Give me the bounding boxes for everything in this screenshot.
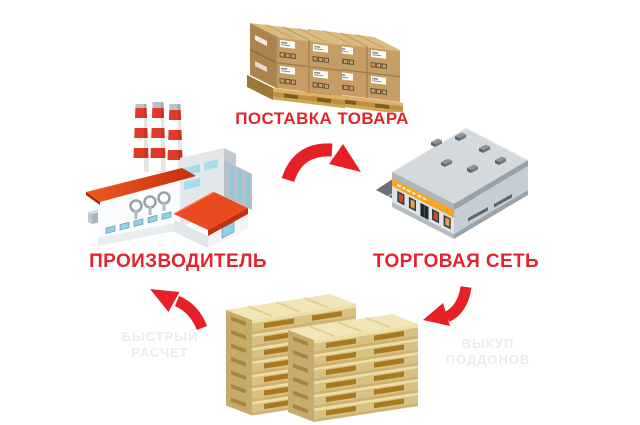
- arrow-supply-to-retail-icon: [280, 134, 366, 186]
- arrow-retail-to-pallets-icon: [420, 282, 472, 332]
- watermark-line: БЫСТРЫЙ: [121, 329, 199, 344]
- striped-chimneys: [133, 102, 183, 172]
- watermark-line: РАСЧЕТ: [131, 345, 189, 360]
- watermark-line: ПОДДОНОВ: [445, 352, 531, 367]
- retail-label: ТОРГОВАЯ СЕТЬ: [372, 251, 540, 272]
- manufacturer-label: ПРОИЗВОДИТЕЛЬ: [89, 251, 267, 272]
- cardboard-boxes-on-pallet-illustration: [242, 4, 410, 112]
- arrow-pallets-to-manufacturer-icon: [146, 286, 210, 334]
- boxes-icon: [246, 22, 404, 112]
- supermarket-icon: [376, 127, 529, 239]
- watermark-left: БЫСТРЫЙ РАСЧЕТ: [100, 329, 220, 361]
- factory-illustration: [84, 96, 256, 248]
- roof-vents: [431, 132, 506, 173]
- store-sign-band: [392, 178, 454, 218]
- supply-label: ПОСТАВКА ТОВАРА: [235, 109, 409, 128]
- pallet-stacks-icon: [225, 293, 419, 423]
- watermark-right: ВЫКУП ПОДДОНОВ: [428, 336, 548, 368]
- watermark-line: ВЫКУП: [461, 336, 515, 351]
- factory-icon: [86, 102, 252, 248]
- wooden-pallet-stacks-illustration: [210, 292, 428, 424]
- storefront-windows: [397, 190, 451, 230]
- supermarket-illustration: [376, 116, 534, 248]
